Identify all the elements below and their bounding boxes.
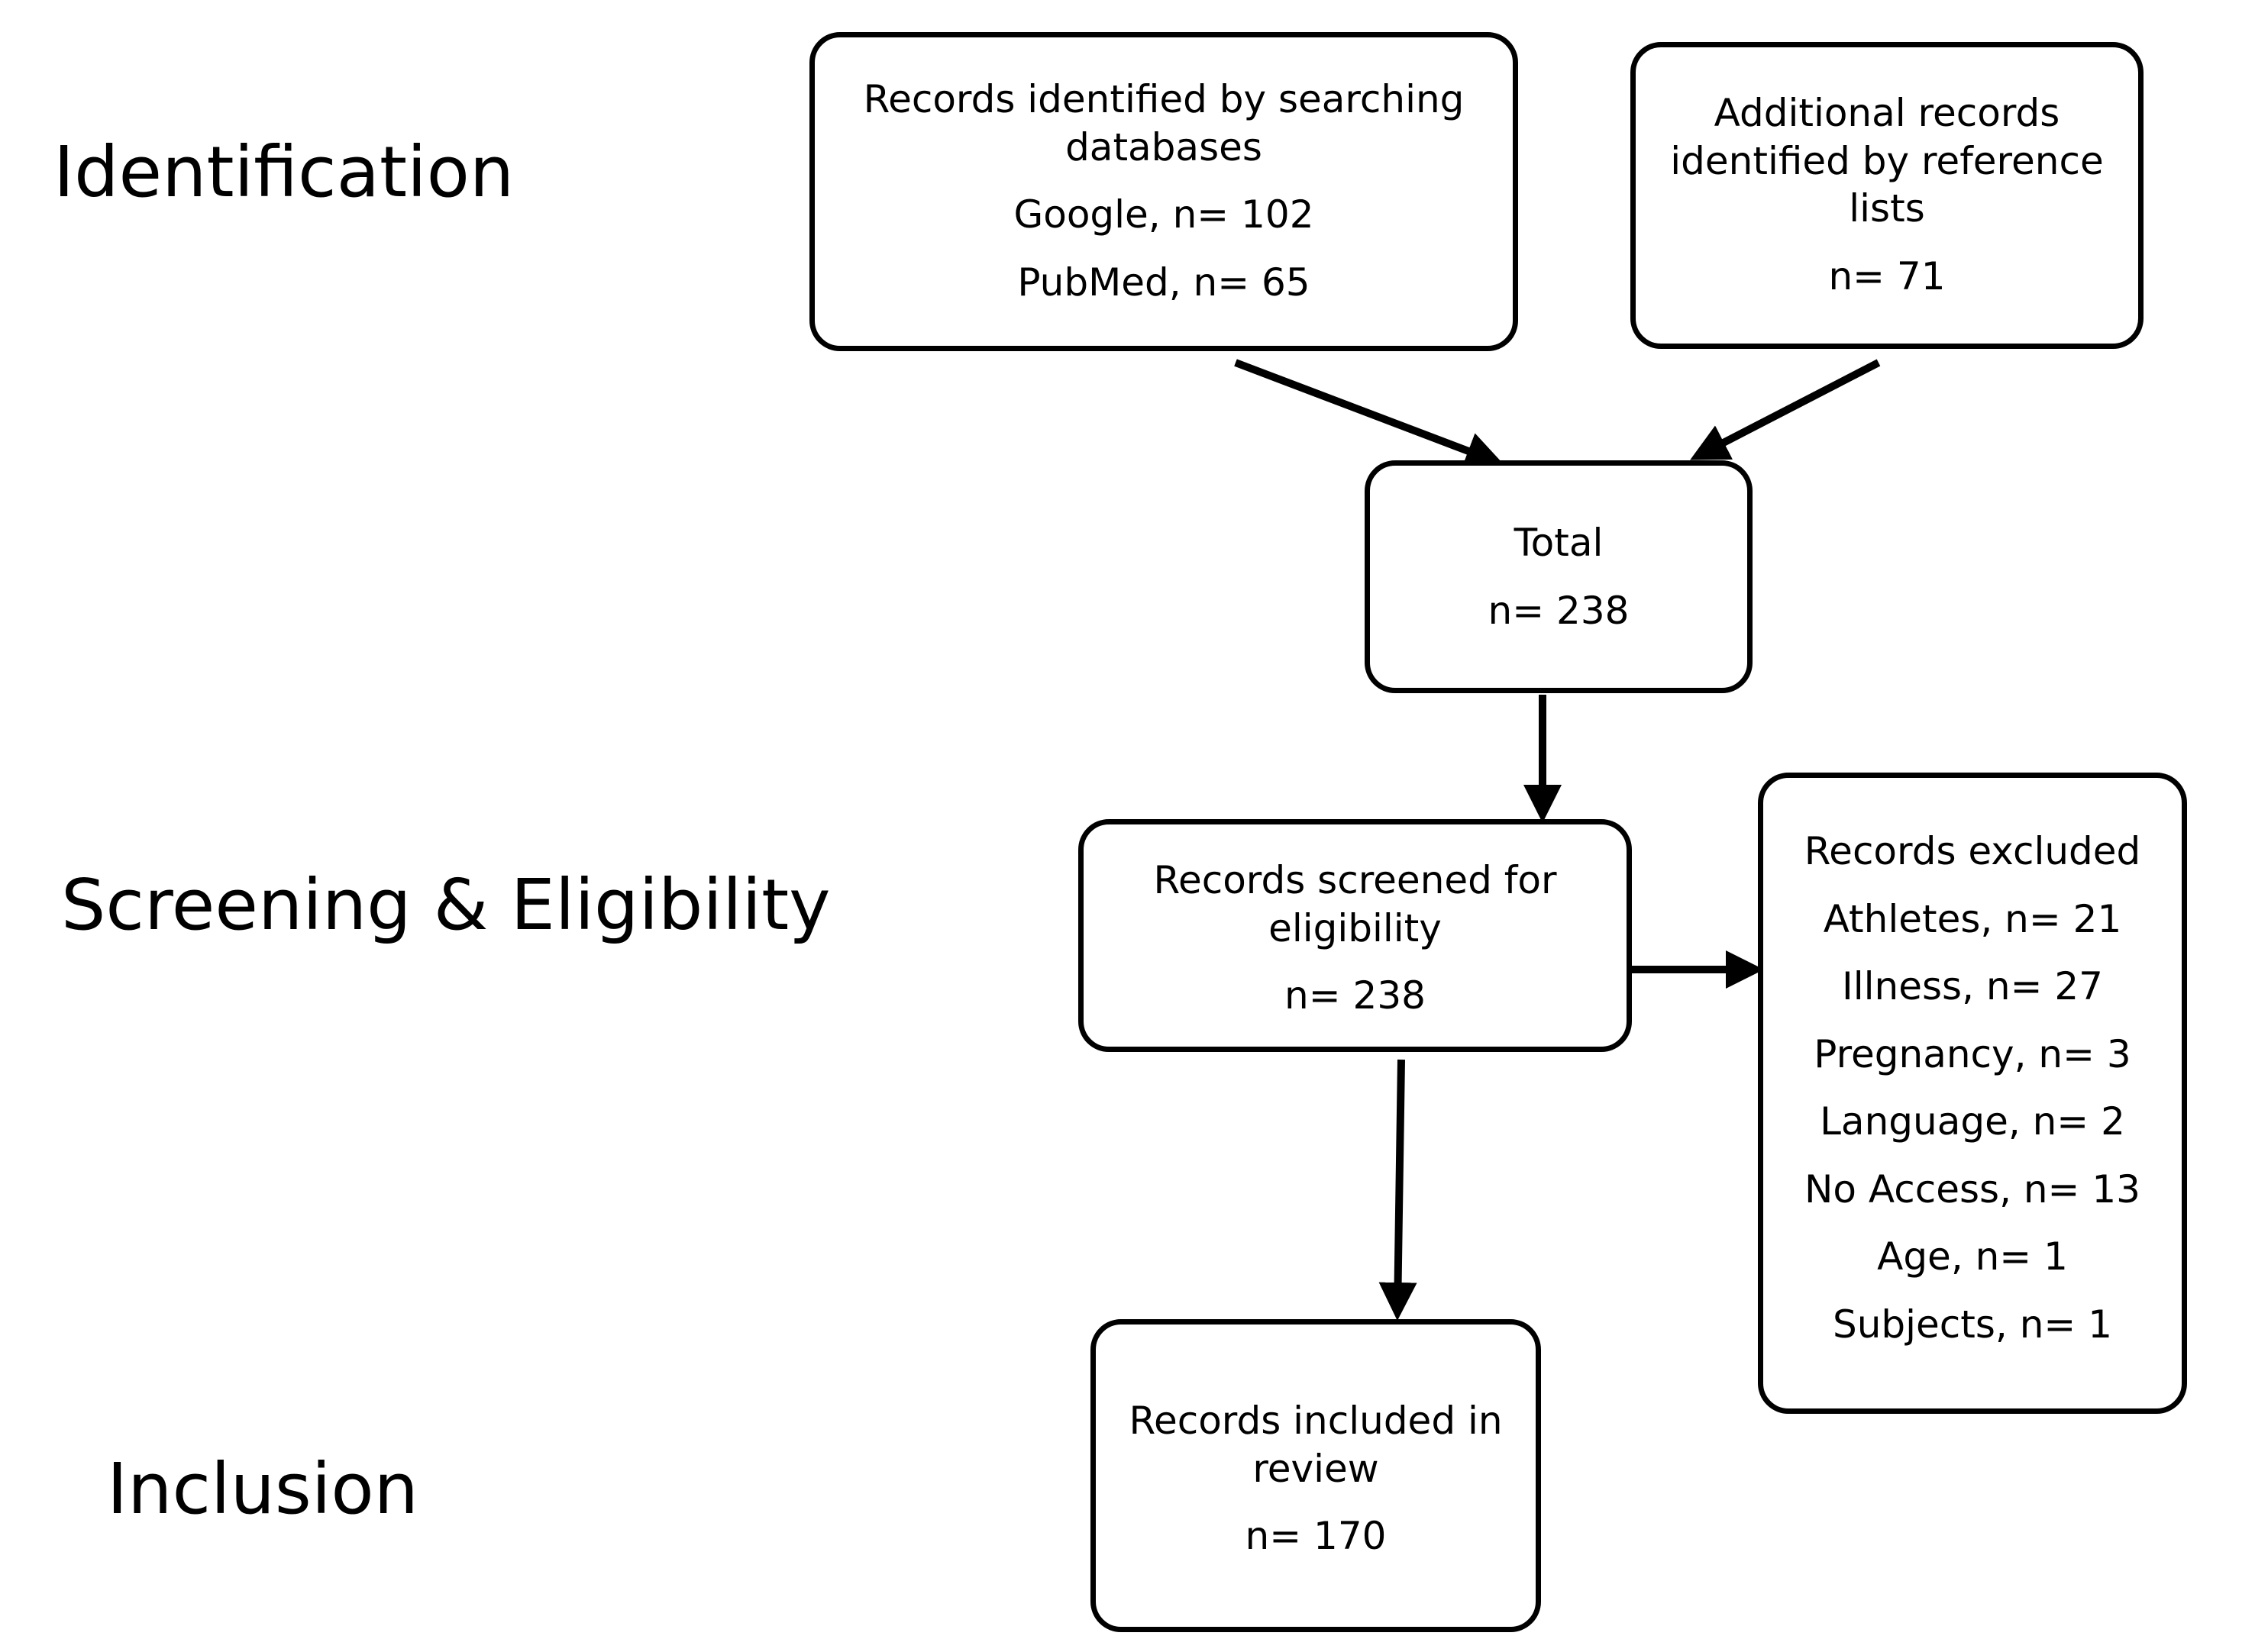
excluded-records-subjects: Subjects, n= 1 xyxy=(1832,1302,2113,1347)
total-title: Total xyxy=(1514,521,1604,565)
included-records-count: n= 170 xyxy=(1245,1514,1387,1558)
stage-label-inclusion: Inclusion xyxy=(107,1443,418,1535)
excluded-records-title: Records excluded xyxy=(1804,829,2141,873)
database-records-pubmed: PubMed, n= 65 xyxy=(1017,260,1310,305)
box-included-records: Records included in review n= 170 xyxy=(1090,1319,1541,1632)
arrow-databases-to-total xyxy=(1234,359,1504,469)
database-records-google: Google, n= 102 xyxy=(1013,192,1314,237)
reference-records-title-line3: lists xyxy=(1849,186,1925,231)
stage-label-identification: Identification xyxy=(53,126,514,218)
reference-records-title-line2: identified by reference xyxy=(1670,138,2104,183)
screened-records-title-line2: eligibility xyxy=(1268,905,1442,950)
box-excluded-records: Records excluded Athletes, n= 21 Illness… xyxy=(1758,773,2187,1414)
included-records-title-line1: Records included in xyxy=(1129,1399,1503,1443)
box-reference-records: Additional records identified by referen… xyxy=(1630,42,2144,349)
arrow-screened-to-included xyxy=(1378,1059,1417,1321)
excluded-records-age: Age, n= 1 xyxy=(1877,1234,2068,1279)
reference-records-count: n= 71 xyxy=(1828,253,1946,298)
excluded-records-no-access: No Access, n= 13 xyxy=(1804,1166,2140,1212)
included-records-title-line2: review xyxy=(1252,1446,1379,1491)
total-count: n= 238 xyxy=(1488,588,1630,633)
box-screened-records: Records screened for eligibility n= 238 xyxy=(1078,819,1632,1052)
excluded-records-pregnancy: Pregnancy, n= 3 xyxy=(1814,1031,2131,1076)
stage-label-screening-line1: Screening & xyxy=(61,864,489,946)
reference-records-title-line1: Additional records xyxy=(1714,91,2060,135)
box-total: Total n= 238 xyxy=(1365,460,1753,693)
screened-records-count: n= 238 xyxy=(1284,973,1426,1018)
database-records-title-line1: Records identified by searching xyxy=(863,77,1465,121)
screened-records-title-line1: Records screened for xyxy=(1153,858,1557,902)
arrow-references-to-total xyxy=(1690,359,1881,460)
database-records-title-line2: databases xyxy=(1065,124,1262,169)
excluded-records-language: Language, n= 2 xyxy=(1820,1099,2125,1144)
excluded-records-illness: Illness, n= 27 xyxy=(1842,964,2103,1008)
stage-label-identification-text: Identification xyxy=(53,131,515,213)
stage-label-inclusion-text: Inclusion xyxy=(107,1448,418,1530)
excluded-records-athletes: Athletes, n= 21 xyxy=(1823,896,2122,941)
stage-label-screening-eligibility: Screening & Eligibility xyxy=(61,859,831,951)
box-database-records: Records identified by searching database… xyxy=(809,32,1518,351)
stage-label-screening-line2: Eligibility xyxy=(510,864,831,946)
